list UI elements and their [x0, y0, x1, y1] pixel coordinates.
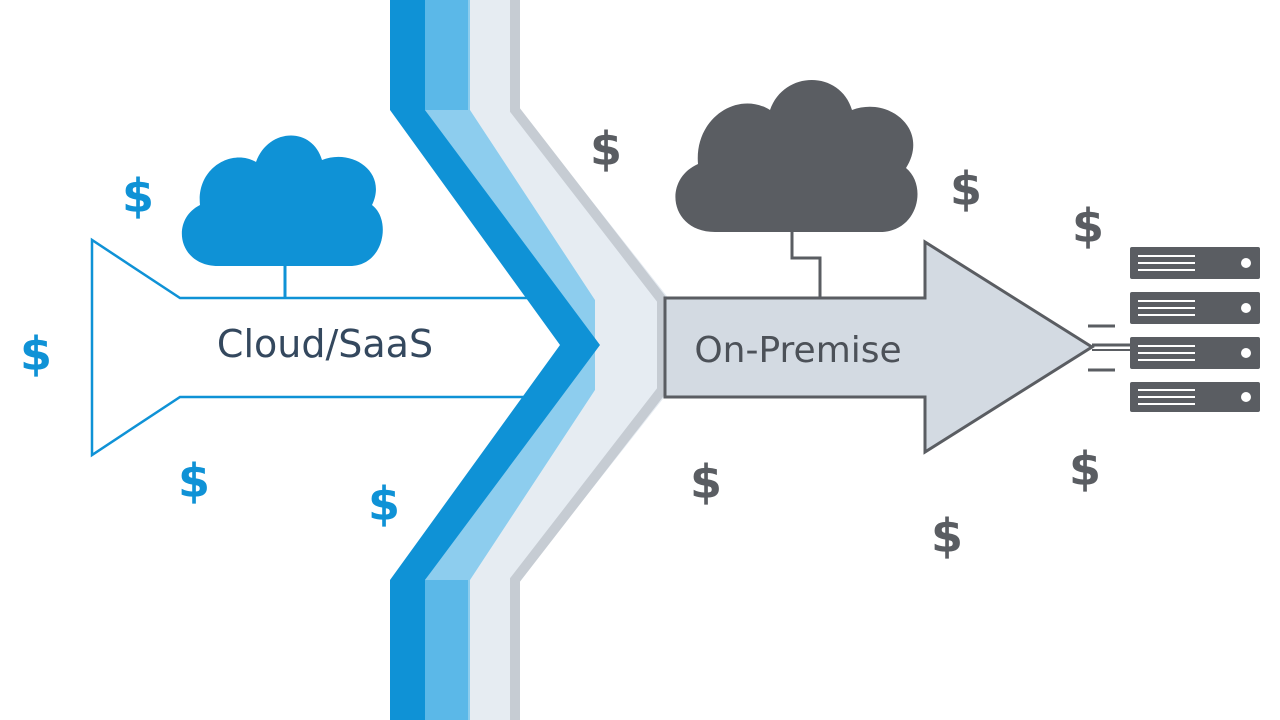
dollar-icon: $: [690, 455, 722, 509]
divider-band-grey-edge: [510, 0, 667, 720]
dollar-icon: $: [931, 509, 963, 563]
divider-band-mid-blue: [425, 0, 468, 110]
dollar-icon: $: [178, 454, 210, 508]
dollar-icon: $: [590, 122, 622, 176]
server-rack-icon: [1130, 247, 1260, 412]
on-premise-label: On-Premise: [694, 330, 901, 371]
dollar-icon: $: [950, 162, 982, 216]
cloud-saas-label: Cloud/SaaS: [217, 322, 433, 366]
on-premise-arrow: [663, 239, 1095, 455]
cloud-icon: [181, 135, 383, 298]
cloud-saas-arrow: [90, 237, 528, 458]
dollar-icon: $: [368, 477, 400, 531]
divider-band-mid-blue-bottom: [425, 580, 468, 720]
cloud-icon: [675, 80, 918, 298]
connector-lines: [1088, 324, 1132, 372]
dollar-icon: $: [1069, 442, 1101, 496]
divider-band-blue: [390, 0, 600, 720]
divider-band-light-blue: [425, 0, 595, 720]
divider-band-pale: [470, 0, 670, 720]
dollar-icon: $: [1072, 199, 1104, 253]
dollar-icon: $: [122, 169, 154, 223]
dollar-icon: $: [20, 327, 52, 381]
